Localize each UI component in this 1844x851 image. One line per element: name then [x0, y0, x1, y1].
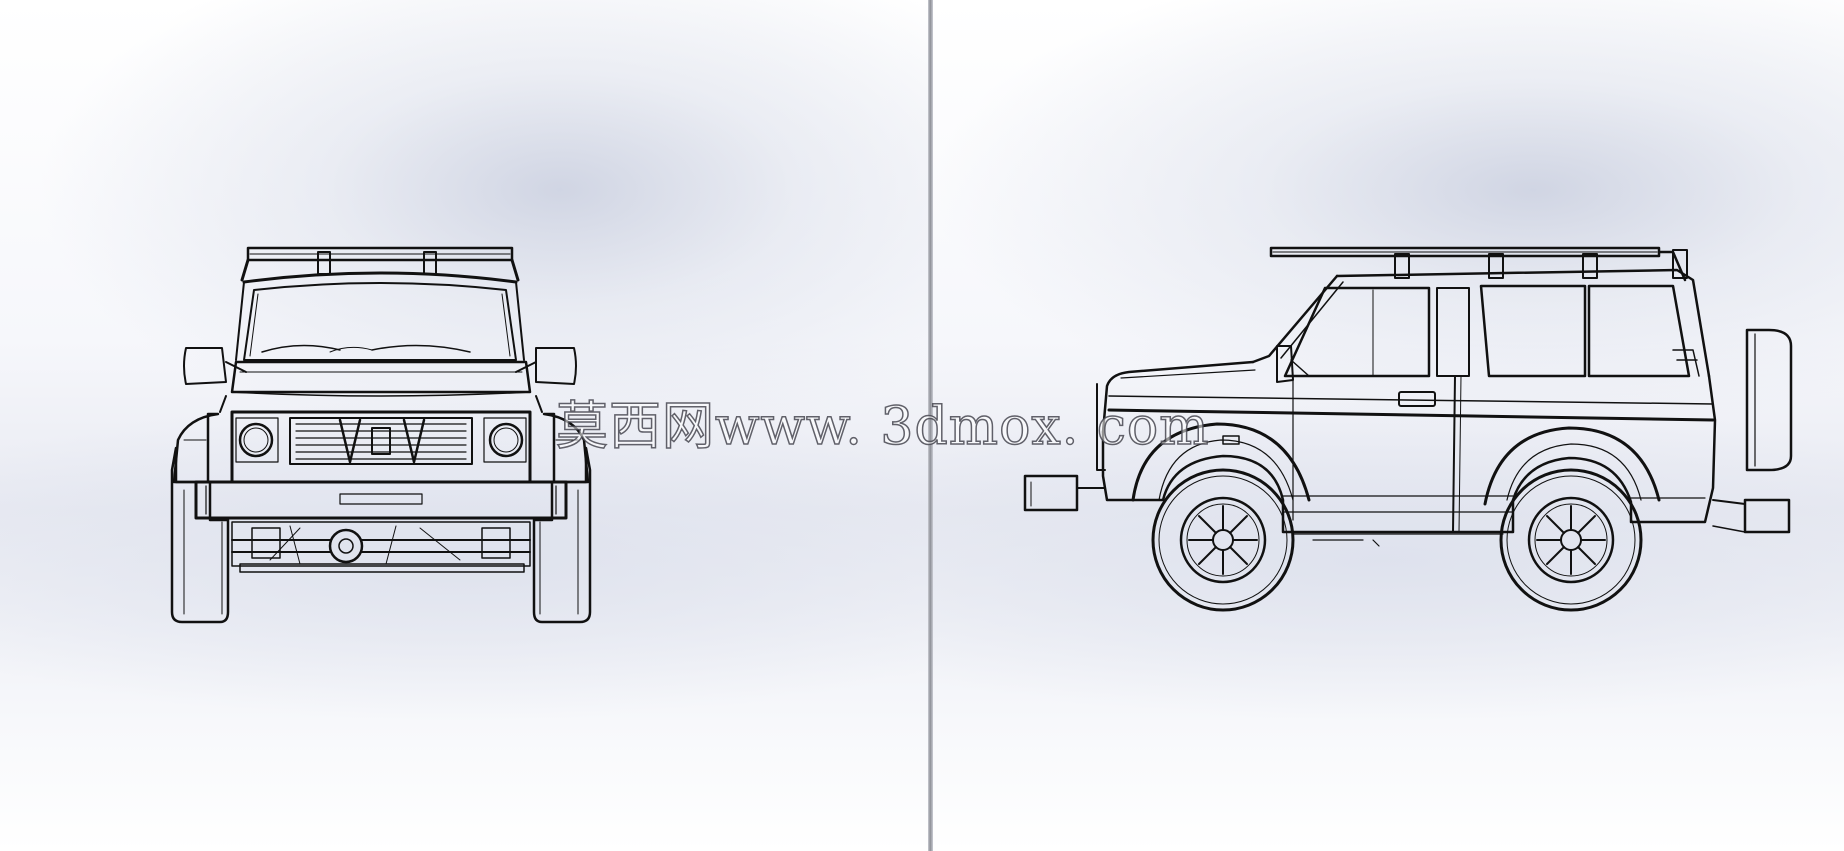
side-front-fender-flare: [1131, 422, 1311, 502]
front-tires: [170, 446, 592, 624]
side-windows: [1276, 284, 1700, 383]
front-view-drawing: [170, 246, 592, 624]
front-grille: [230, 410, 532, 484]
side-body: [1101, 268, 1717, 534]
side-front-wheel: [1151, 468, 1295, 612]
front-side-mirrors: [183, 347, 577, 385]
front-hood: [219, 360, 543, 413]
side-rear-fender-flare: [1483, 426, 1661, 506]
side-view-drawing: [1023, 246, 1793, 612]
front-roof-rack: [240, 246, 520, 282]
side-rear: [1712, 328, 1793, 534]
side-underbody: [1292, 533, 1504, 547]
side-rear-wheel: [1499, 468, 1643, 612]
side-roof-rack: [1269, 246, 1688, 282]
viewport-divider[interactable]: [928, 0, 933, 851]
front-undercarriage: [231, 521, 531, 573]
side-view-viewport[interactable]: [933, 0, 1844, 851]
side-front-bumper: [1023, 383, 1106, 512]
front-cab: [235, 271, 525, 361]
front-view-viewport[interactable]: [0, 0, 928, 851]
front-bumper: [194, 480, 568, 520]
